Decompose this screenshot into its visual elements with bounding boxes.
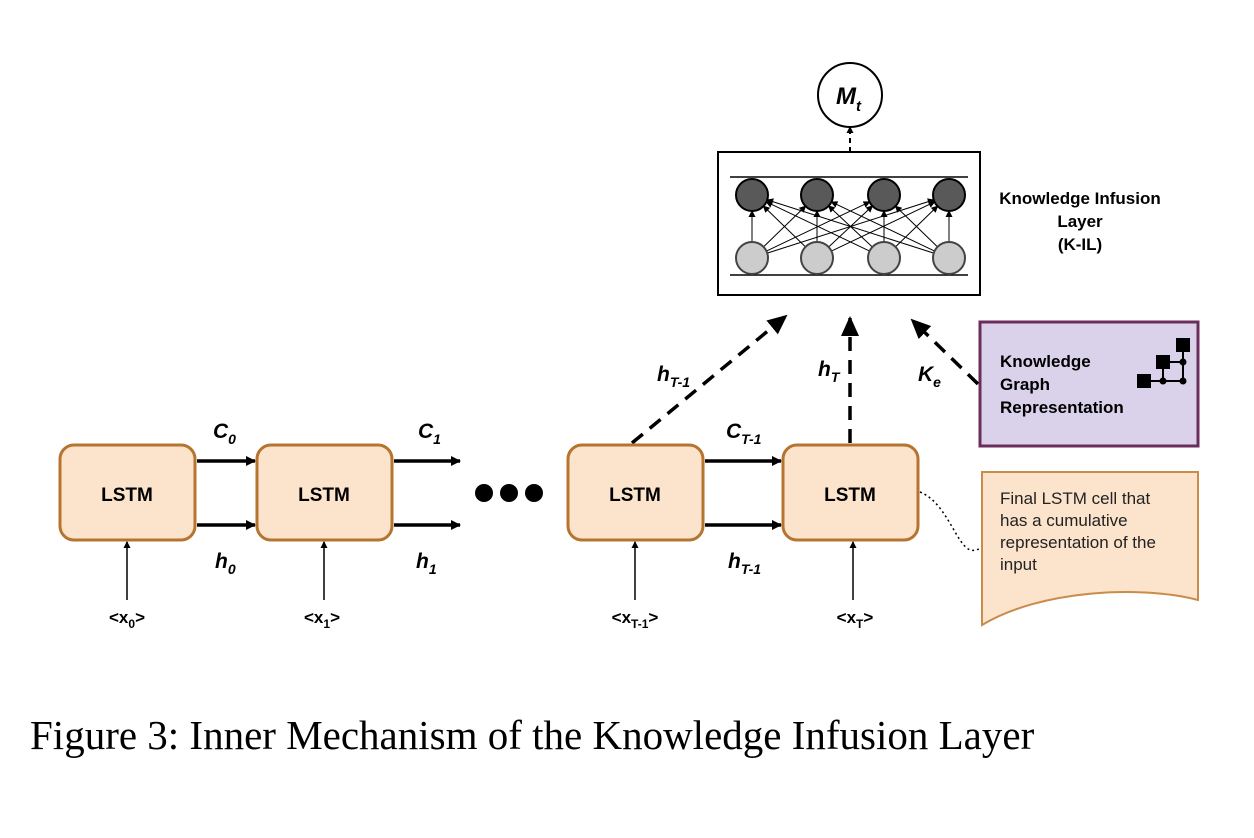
note-line3: representation of the: [1000, 533, 1156, 552]
kg-label-line3: Representation: [1000, 398, 1124, 417]
up-label-ht: hT: [818, 358, 841, 385]
kg-label-line1: Knowledge: [1000, 352, 1091, 371]
knowledge-graph-icon: [1137, 338, 1190, 388]
input-label-t: <xT>: [837, 608, 874, 631]
cell-state-label-1: C1: [418, 420, 441, 447]
knowledge-infusion-layer-box: [717, 151, 981, 296]
cell-state-label-0: C0: [213, 420, 236, 447]
hidden-state-label-t-1: hT-1: [728, 550, 761, 577]
input-label-1: <x1>: [304, 608, 340, 631]
figure-caption: Figure 3: Inner Mechanism of the Knowled…: [30, 712, 1035, 758]
lstm-cell-0: LSTM: [58, 443, 197, 542]
kil-label-line2: Layer: [1057, 212, 1103, 231]
kil-output-neuron: [867, 178, 901, 212]
knowledge-infusion-diagram: Mt Knowledge Infusion Layer (K-IL) Knowl…: [58, 62, 1200, 631]
note-line4: input: [1000, 555, 1037, 574]
state-arrows: [197, 456, 782, 530]
kil-connection: [762, 205, 806, 248]
lstm-chain: LSTM LSTM LSTM LSTM: [58, 443, 920, 542]
arrow-ke-to-kil: [910, 318, 980, 386]
lstm-cell-t-label: LSTM: [824, 485, 876, 506]
kil-label-line1: Knowledge Infusion: [999, 189, 1161, 208]
input-arrows: [123, 541, 857, 600]
cell-state-label-t-1: CT-1: [726, 420, 762, 447]
arrow-ht1-to-kil: [630, 314, 788, 445]
kil-output-neuron: [800, 178, 834, 212]
up-label-ke: Ke: [918, 363, 941, 390]
input-label-0: <x0>: [109, 608, 145, 631]
output-node-sub: t: [856, 98, 862, 115]
lstm-cell-0-label: LSTM: [101, 485, 153, 506]
kil-nodes: [735, 178, 966, 275]
kil-connection: [765, 201, 870, 252]
up-label-ht1: hT-1: [657, 363, 690, 390]
note-connector: [919, 491, 983, 552]
input-label-t-1: <xT-1>: [612, 608, 659, 631]
lstm-cell-t: LSTM: [781, 443, 920, 542]
note-callout: Final LSTM cell that has a cumulative re…: [981, 471, 1199, 627]
lstm-cell-t-1: LSTM: [566, 443, 705, 542]
knowledge-graph-box: Knowledge Graph Representation: [978, 320, 1200, 448]
lstm-cell-1-label: LSTM: [298, 485, 350, 506]
svg-text:Mt: Mt: [836, 83, 862, 115]
output-node-mt: Mt: [817, 62, 883, 128]
kil-connection: [894, 205, 938, 248]
kg-label-line2: Graph: [1000, 375, 1050, 394]
kil-input-neuron: [735, 241, 769, 275]
kil-input-neuron: [800, 241, 834, 275]
ellipsis-dots: [475, 484, 543, 502]
kil-output-neuron: [735, 178, 769, 212]
kil-input-neuron: [932, 241, 966, 275]
kil-input-neuron: [867, 241, 901, 275]
kil-connection: [766, 198, 934, 254]
hidden-state-label-1: h1: [416, 550, 437, 577]
output-node-label: M: [836, 83, 857, 110]
hidden-state-label-0: h0: [215, 550, 236, 577]
kil-connections: [748, 198, 953, 254]
kil-connection: [830, 201, 935, 252]
kil-label-line3: (K-IL): [1058, 235, 1102, 254]
lstm-cell-1: LSTM: [255, 443, 394, 542]
note-line1: Final LSTM cell that: [1000, 489, 1150, 508]
lstm-cell-t-1-label: LSTM: [609, 485, 661, 506]
kil-output-neuron: [932, 178, 966, 212]
note-line2: has a cumulative: [1000, 511, 1128, 530]
